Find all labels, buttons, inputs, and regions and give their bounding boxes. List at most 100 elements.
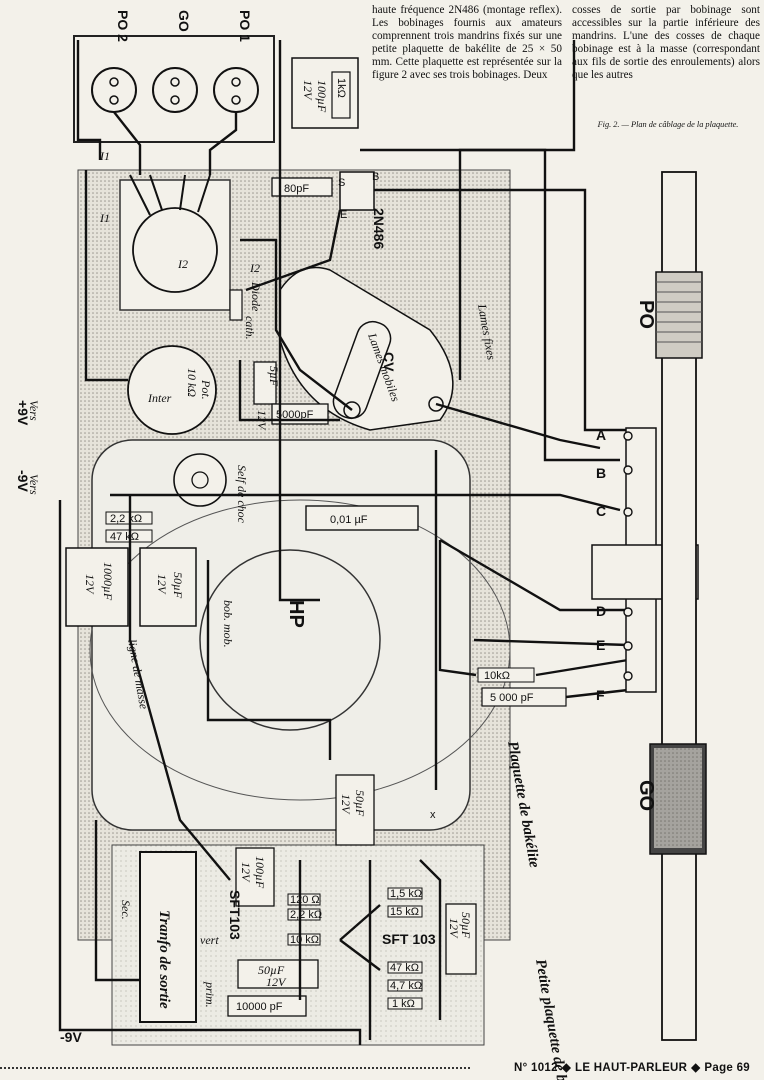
sft103-a-label: SFT103 [227,890,243,940]
body-text-column-2: cosses de sortie par bobinage sont acces… [572,4,760,81]
x-mark: x [430,809,436,821]
minus9v-label: -9V [15,470,31,492]
terminal-d: D [596,603,606,619]
res-22k-b-label: 2,2 kΩ [290,909,322,921]
bob-mob-label: bob. mob. [221,600,235,648]
cap-50uf-a-value: 50µF [171,572,185,599]
ferrite-label-po: PO [635,300,657,329]
label-i1-b: I1 [99,211,110,225]
tranfo-label: Tranfo de sortie [156,910,172,1009]
pin-b: B [372,171,379,183]
cap-50uf-c-volt: 12V [447,918,461,939]
cap-10000pf-label: 10000 pF [236,1001,283,1013]
res-1k-label: 1kΩ [335,78,347,98]
cap-1000uf [65,547,129,627]
footer-page: Page 69 [704,1062,750,1074]
cap-100uf-value: 100µF [315,80,329,113]
self-choc [173,453,227,507]
vers-label-2: Vers [27,474,41,495]
res-47k-c-label: 4,7 kΩ [390,980,422,992]
cap-50uf-d-value: 50µF [258,963,285,977]
label-i1: I1 [99,149,110,163]
sft103-b-label: SFT 103 [382,931,436,947]
transistor-2n486-body [339,171,375,211]
cap-50uf-b-volt: 12V [339,794,353,815]
cap-10000pf [227,995,307,1017]
switch-wafer [132,207,218,293]
cap-100uf-b [235,847,275,907]
footer-rule [0,1067,470,1069]
page-footer: N° 1012◆LE HAUT-PARLEUR◆Page 69 [0,1058,764,1080]
vert-label: vert [200,933,219,947]
label-i2: I2 [177,257,188,271]
wires [58,40,629,1045]
footer-magazine: LE HAUT-PARLEUR [575,1062,688,1074]
cap-001uf-label: 0,01 µF [330,514,368,526]
res-10k-f [477,667,535,683]
cap-100uf-b-value: 100µF [253,856,267,889]
cap-80pf [271,177,333,197]
res-1k-b-label: 1 kΩ [392,998,415,1010]
coil-label-po2: PO 2 [115,10,131,42]
coil-terminals [91,67,259,113]
inter-label: Inter [147,391,172,405]
tranfo-de-sortie [139,851,197,1023]
body-text-column-1: haute fréquence 2N486 (montage reflex). … [372,4,562,81]
cap-50uf-c-value: 50µF [459,912,473,939]
cap-50uf-a [139,547,197,627]
terminal-c: C [596,503,606,519]
res-10k-f-label: 10kΩ [484,670,510,682]
cap-100uf-b-volt: 12V [239,862,253,883]
footer-issue: N° 1012 [514,1062,558,1074]
cap-50uf-d [237,959,319,989]
coil-plate [73,35,275,143]
pot-value: 10 kΩ [185,368,199,397]
transistor-2n486-label: 2N486 [371,208,387,249]
sec-label: Sec. [119,900,133,920]
res-15k-label: 1,5 kΩ [390,888,422,900]
cap-1000uf-value: 1000µF [101,562,115,601]
cap-50uf-a-volt: 12V [155,574,169,595]
plus9v-label: +9V [15,400,31,426]
label-i2-b: I2 [249,261,260,275]
prim-label: prim. [203,981,217,1008]
footer-text: N° 1012◆LE HAUT-PARLEUR◆Page 69 [514,1062,750,1074]
diode-body [229,289,243,321]
speaker-outer [89,499,511,801]
cap-50uf-b [335,774,375,846]
pot-label: Pot. [199,379,213,400]
cap-5000pf-label: 5000pF [276,409,314,421]
pot-body [127,345,217,435]
minus9v-bottom: -9V [60,1029,82,1045]
cap-5000pf-f-label: 5 000 pF [490,692,534,704]
figure-caption: Fig. 2. — Plan de câblage de la plaquett… [597,120,739,129]
pin-s: S [338,177,345,189]
terminal-e: E [596,637,605,653]
res-22k-label: 2,2 kΩ [110,513,142,525]
cap-5uf [253,361,277,405]
ferrite-coil-po [655,271,703,359]
cap-80pf-label: 80pF [284,183,309,195]
cap-1000uf-volt: 12V [83,574,97,595]
cap-50uf-b-value: 50µF [353,790,367,817]
vers-label-1: Vers [27,400,41,421]
terminal-b: B [596,465,606,481]
res-15k-b-label: 15 kΩ [390,906,419,918]
diode-cath: cath. [243,316,257,340]
terminal-f: F [596,687,605,703]
cv-label: CV [381,352,397,372]
hp-label: HP [285,600,307,628]
res-120-label: 120 Ω [290,894,320,906]
res-1k-top [331,71,351,119]
res-47k-label: 47 kΩ [110,531,139,543]
cap-100uf-volt: 12V [301,80,315,101]
cap-50uf-c [445,903,477,975]
cv-mobile-blade [332,320,392,420]
cap-50uf-d-volt: 12V [266,975,287,989]
terminal-a: A [596,427,606,443]
coil-label-go: GO [176,10,192,32]
cap-5uf-value: 5µF [267,366,281,387]
speaker-cone [199,549,381,731]
